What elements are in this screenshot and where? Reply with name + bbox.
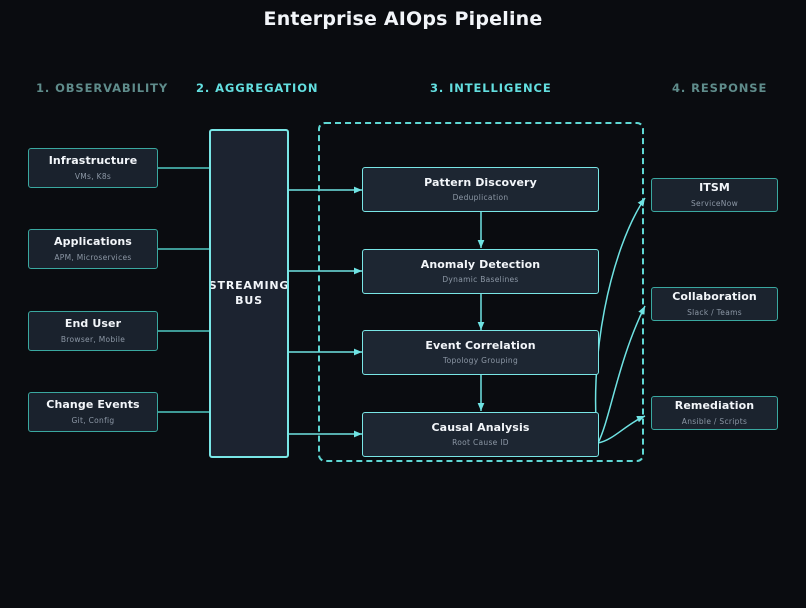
page-title: Enterprise AIOps Pipeline xyxy=(263,8,543,30)
node-anomaly-detection-subtitle: Dynamic Baselines xyxy=(442,275,519,285)
node-collaboration-subtitle: Slack / Teams xyxy=(687,307,742,317)
node-streaming-bus-title-line1: STREAMING xyxy=(209,278,289,292)
node-causal-analysis-title: Causal Analysis xyxy=(431,420,530,434)
node-infrastructure[interactable]: Infrastructure VMs, K8s xyxy=(28,148,158,188)
column-header-response: 4. RESPONSE xyxy=(672,81,768,95)
node-pattern-discovery[interactable]: Pattern Discovery Deduplication xyxy=(362,167,599,212)
node-pattern-discovery-subtitle: Deduplication xyxy=(452,193,509,203)
node-change-events-subtitle: Git, Config xyxy=(71,415,115,425)
node-end-user-title: End User xyxy=(64,317,122,331)
node-pattern-discovery-title: Pattern Discovery xyxy=(424,175,537,189)
node-remediation-subtitle: Ansible / Scripts xyxy=(681,416,748,426)
node-collaboration-title: Collaboration xyxy=(672,290,757,304)
node-causal-analysis-subtitle: Root Cause ID xyxy=(452,438,509,448)
node-remediation[interactable]: Remediation Ansible / Scripts xyxy=(651,396,778,430)
node-streaming-bus[interactable]: STREAMING BUS xyxy=(209,129,289,458)
node-anomaly-detection[interactable]: Anomaly Detection Dynamic Baselines xyxy=(362,249,599,294)
node-end-user[interactable]: End User Browser, Mobile xyxy=(28,311,158,351)
node-end-user-subtitle: Browser, Mobile xyxy=(60,334,126,344)
node-infrastructure-title: Infrastructure xyxy=(48,154,138,168)
node-event-correlation-subtitle: Topology Grouping xyxy=(442,356,519,366)
node-event-correlation[interactable]: Event Correlation Topology Grouping xyxy=(362,330,599,375)
node-collaboration[interactable]: Collaboration Slack / Teams xyxy=(651,287,778,321)
node-itsm-subtitle: ServiceNow xyxy=(690,198,739,208)
node-applications[interactable]: Applications APM, Microservices xyxy=(28,229,158,269)
node-applications-title: Applications xyxy=(54,235,132,249)
node-streaming-bus-title-line2: BUS xyxy=(235,293,263,307)
node-causal-analysis[interactable]: Causal Analysis Root Cause ID xyxy=(362,412,599,457)
node-applications-subtitle: APM, Microservices xyxy=(54,252,132,262)
node-remediation-title: Remediation xyxy=(674,399,755,413)
column-header-aggregation: 2. AGGREGATION xyxy=(196,81,319,95)
node-event-correlation-title: Event Correlation xyxy=(425,338,536,352)
column-header-intelligence: 3. INTELLIGENCE xyxy=(430,81,552,95)
node-infrastructure-subtitle: VMs, K8s xyxy=(74,171,112,181)
node-itsm-title: ITSM xyxy=(699,181,730,195)
node-anomaly-detection-title: Anomaly Detection xyxy=(420,257,541,271)
column-header-observability: 1. OBSERVABILITY xyxy=(36,81,169,95)
node-change-events-title: Change Events xyxy=(46,398,140,412)
node-change-events[interactable]: Change Events Git, Config xyxy=(28,392,158,432)
node-itsm[interactable]: ITSM ServiceNow xyxy=(651,178,778,212)
